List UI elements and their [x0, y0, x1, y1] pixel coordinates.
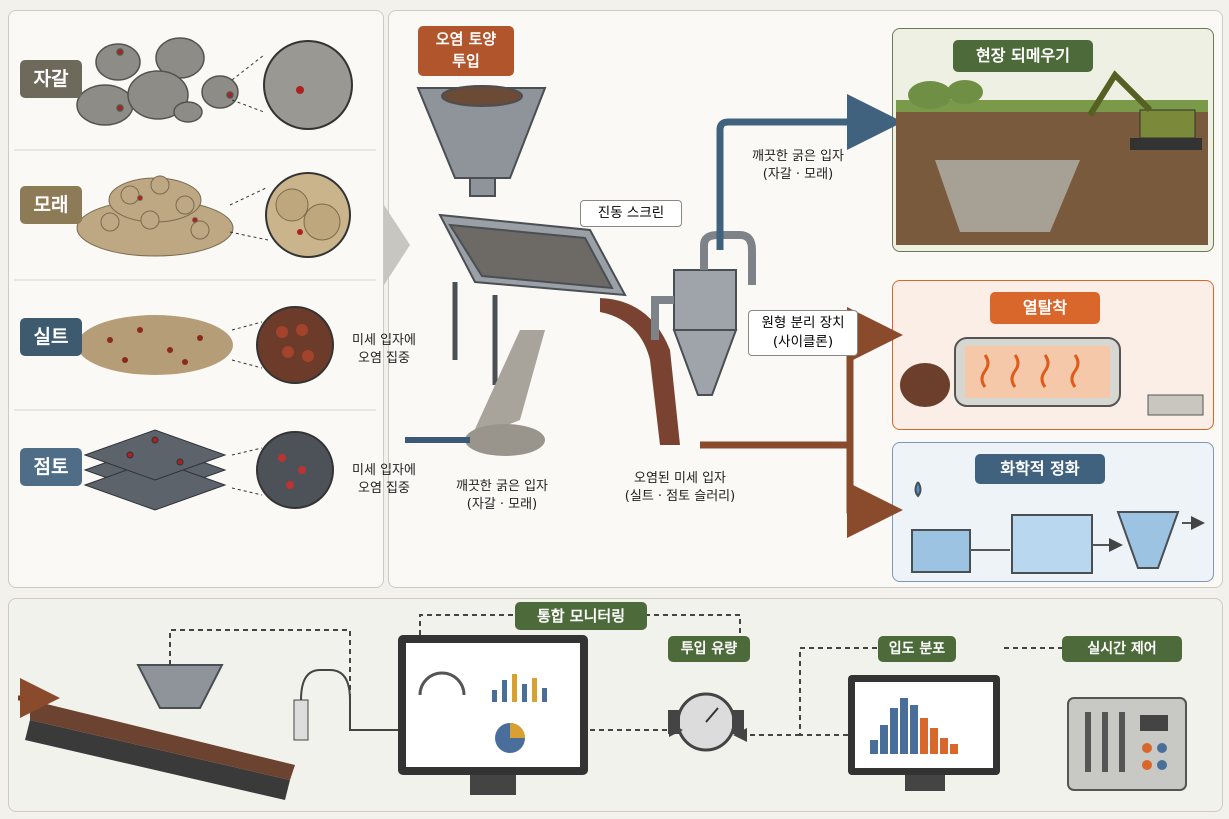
- sensor-probe: [293, 669, 400, 741]
- clay-zoom: [231, 431, 334, 509]
- gravel-zoom: [231, 40, 353, 130]
- gravel-pile: [76, 37, 239, 126]
- chemical-title: 화학적 정화: [975, 454, 1105, 484]
- sand-pile: [76, 175, 234, 257]
- vibrating-screen: [438, 213, 627, 385]
- control-label: 실시간 제어: [1062, 636, 1182, 662]
- conveyor: [18, 664, 295, 800]
- tag-clay: 점토: [20, 448, 82, 486]
- chemical-tanks: [911, 481, 1205, 574]
- silt-pile: [77, 315, 233, 375]
- hopper: [416, 85, 547, 197]
- tag-silt: 실트: [20, 318, 82, 356]
- note-silt: 미세 입자에 오염 집중: [352, 333, 416, 366]
- flow-meter: [668, 692, 744, 752]
- backfill-scene: [896, 70, 1208, 245]
- silt-zoom: [231, 306, 334, 384]
- clay-stack: [83, 429, 227, 511]
- arrow-to-backfill: [716, 94, 903, 250]
- monitoring-title: 통합 모니터링: [515, 602, 647, 630]
- thermal-title: 열탈착: [990, 292, 1100, 324]
- psd-label: 입도 분포: [878, 636, 956, 662]
- cyclone: [651, 231, 756, 396]
- cyclone-label: 원형 분리 장치 (사이클론): [748, 310, 858, 356]
- thermal-kiln: [900, 337, 1204, 416]
- clean-particles-top: 깨끗한 굵은 입자 (자갈 · 모래): [752, 149, 844, 182]
- slurry-flow: [600, 298, 680, 445]
- flow-chevron: [384, 205, 410, 285]
- clean-particles-bottom: 깨끗한 굵은 입자 (자갈 · 모래): [456, 479, 548, 512]
- monitor-screen: [398, 635, 588, 795]
- backfill-title: 현장 되메우기: [953, 40, 1093, 72]
- control-panel: [1067, 697, 1187, 791]
- row-dividers: [14, 149, 376, 411]
- input-label: 오염 토양 투입: [418, 26, 514, 76]
- fines-label: 오염된 미세 입자 (실트 · 점토 슬러리): [624, 471, 736, 504]
- sand-zoom: [229, 172, 351, 258]
- arrow-to-chemical: [846, 445, 903, 538]
- psd-monitor: [848, 675, 1000, 791]
- tag-sand: 모래: [20, 186, 82, 224]
- arrow-to-thermal: [700, 307, 903, 449]
- tag-gravel: 자갈: [20, 60, 82, 98]
- flow-label: 투입 유량: [668, 636, 750, 662]
- note-clay: 미세 입자에 오염 집중: [352, 463, 416, 496]
- screen-label: 진동 스크린: [580, 200, 682, 227]
- clean-stream-bottom: [465, 330, 545, 456]
